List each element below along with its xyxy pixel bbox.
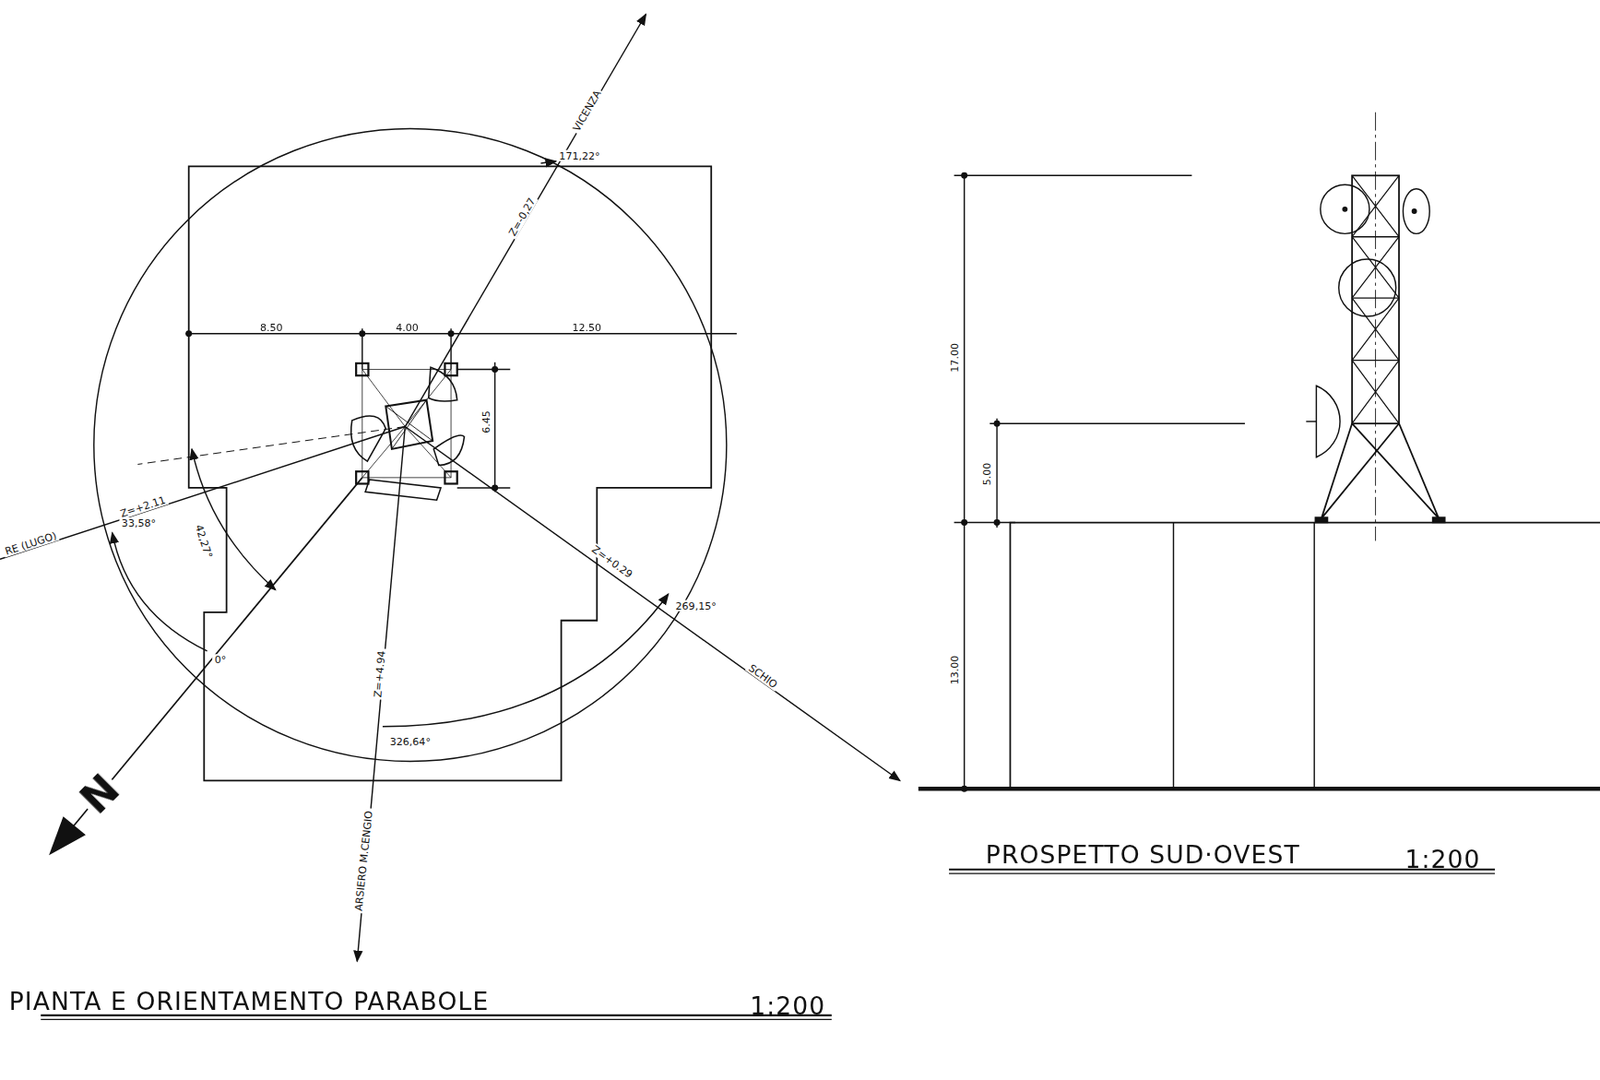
- direction-label: ARSIERO M.CENGIO: [352, 807, 375, 913]
- angle-value: 42,27°: [192, 521, 215, 561]
- elevation-value: Z=+2.11: [117, 493, 169, 521]
- dimension-value: 13.00: [948, 652, 960, 687]
- drawing-title: PROSPETTO SUD·OVEST: [983, 841, 1303, 869]
- scale-label: 1:200: [1402, 845, 1482, 873]
- dimension-value: 5.00: [981, 460, 993, 487]
- direction-label: SCHIO: [745, 660, 782, 691]
- scale-label: 1:200: [747, 992, 828, 1020]
- dimension-value: 8.50: [258, 320, 285, 332]
- azimuth-value: 0°: [212, 653, 228, 665]
- azimuth-value: 171,22°: [557, 149, 603, 161]
- direction-label: VICENZA: [569, 85, 605, 134]
- azimuth-value: 33,58°: [119, 516, 159, 528]
- azimuth-value: 326,64°: [387, 734, 433, 747]
- north-arrow: N: [71, 764, 131, 824]
- elevation-value: Z=+4.94: [371, 647, 388, 700]
- dimension-value: 12.50: [569, 320, 604, 332]
- dimension-value: 17.00: [948, 340, 960, 374]
- elevation-value: Z=-0,27: [506, 193, 539, 239]
- drawing-title: PIANTA E ORIENTAMENTO PARABOLE: [6, 988, 491, 1016]
- dimension-value: 6.45: [480, 407, 492, 435]
- azimuth-value: 269,15°: [673, 599, 719, 611]
- dimension-value: 4.00: [393, 320, 421, 332]
